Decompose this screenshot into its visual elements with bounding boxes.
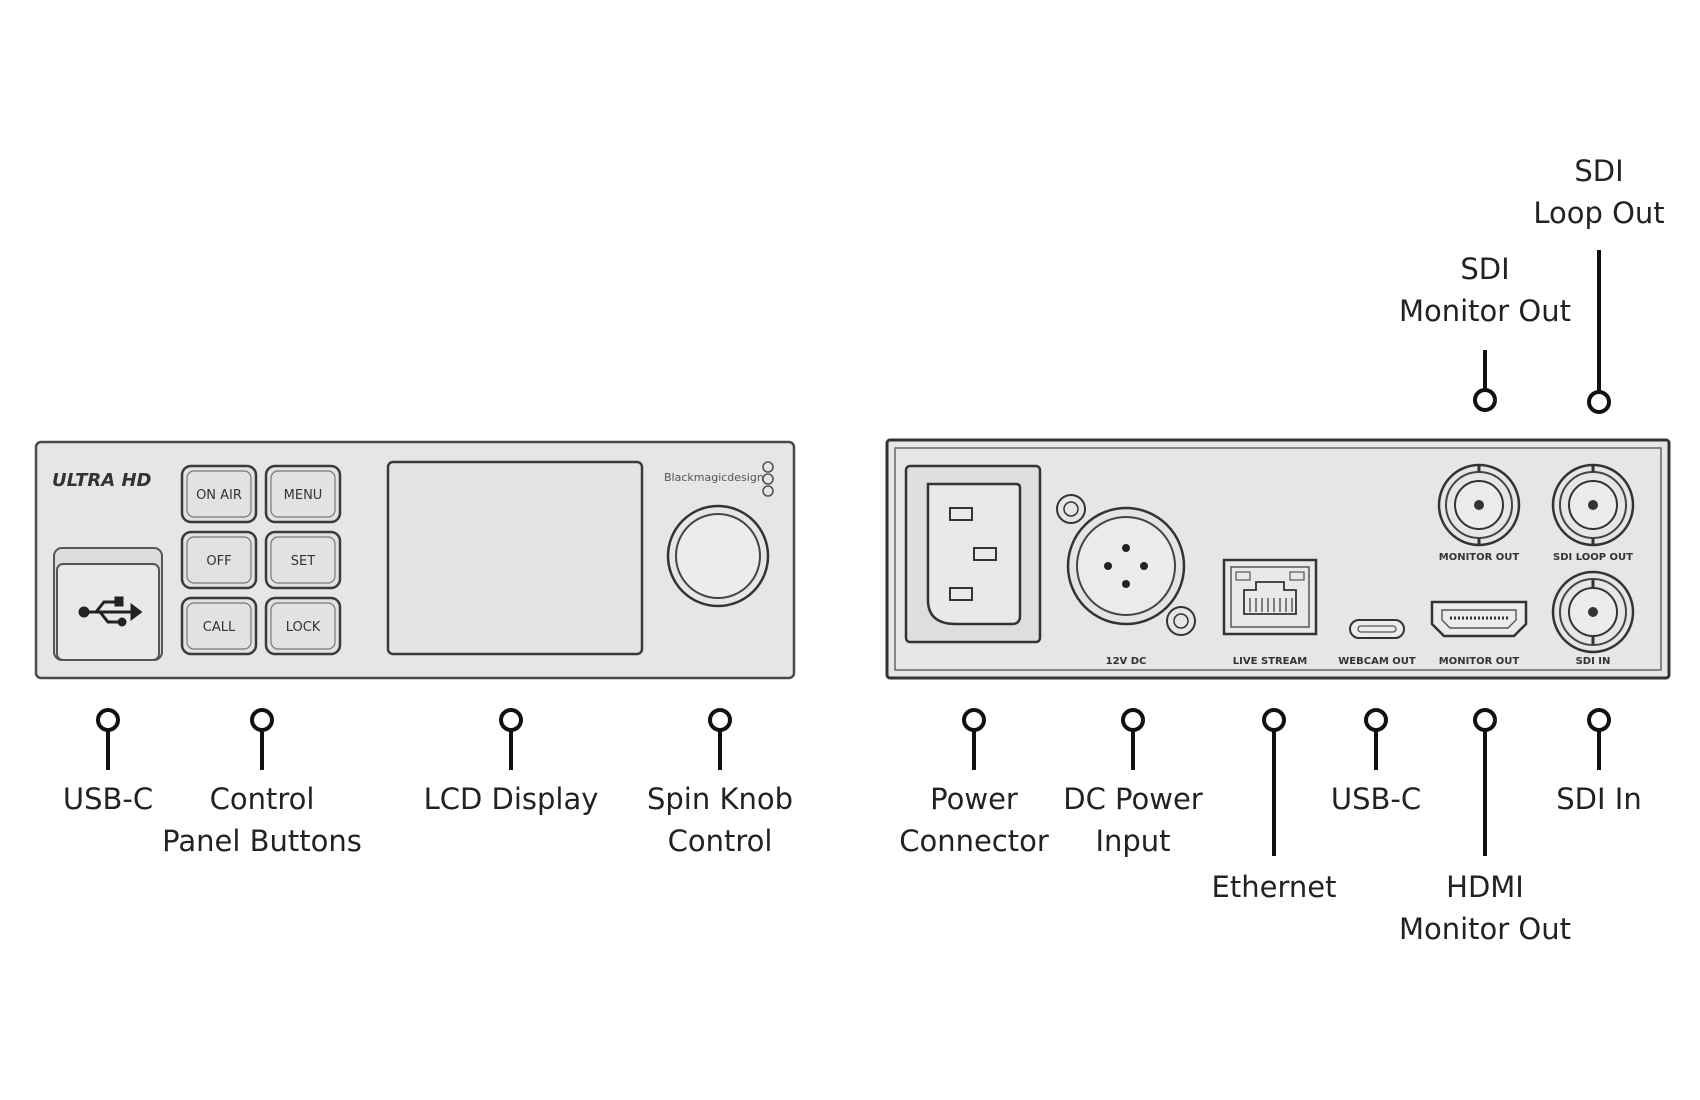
sdi-in-port-label: SDI IN [1576, 656, 1611, 667]
callout-sdi-monitor-out: SDI Monitor Out [1398, 252, 1572, 328]
brand-mark: Blackmagicdesign [664, 471, 764, 484]
callout-usb-c-front: USB-C [62, 782, 154, 816]
callout-usb-c-rear: USB-C [1330, 782, 1422, 816]
leader-control-panel [250, 708, 274, 770]
leader-ethernet [1262, 708, 1286, 856]
on-air-button[interactable]: ON AIR [180, 464, 258, 524]
sdi-monitor-port-label: MONITOR OUT [1439, 552, 1520, 563]
leader-lcd [499, 708, 523, 770]
callout-control-panel-buttons: Control Panel Buttons [162, 782, 362, 858]
off-button[interactable]: OFF [180, 530, 258, 590]
sdi-loop-port-label: SDI LOOP OUT [1553, 552, 1633, 563]
leader-sdi-in [1587, 708, 1611, 770]
spin-knob[interactable] [666, 504, 770, 608]
lcd-screen [386, 460, 644, 656]
dc-port-label: 12V DC [1106, 656, 1147, 667]
brand-dots-icon [762, 461, 774, 497]
lock-label: LOCK [286, 620, 321, 635]
ultra-hd-logo: ULTRA HD [52, 470, 152, 491]
control-panel-buttons: ON AIR MENU OFF SET CALL [180, 464, 342, 656]
dc-xlr-port [1056, 494, 1196, 636]
hdmi-port-label: MONITOR OUT [1439, 656, 1520, 667]
call-label: CALL [203, 620, 236, 635]
callout-sdi-in: SDI In [1556, 782, 1642, 816]
usb-icon [78, 596, 143, 627]
front-panel: ULTRA HD ON AIR [34, 440, 796, 680]
callout-dc-power-input: DC Power Input [1063, 782, 1203, 858]
leader-dc-input [1121, 708, 1145, 770]
sdi-loop-bnc [1551, 463, 1635, 547]
off-label: OFF [206, 554, 231, 569]
ethernet-port [1222, 558, 1318, 636]
hdmi-port [1430, 600, 1528, 638]
leader-power-connector [962, 708, 986, 770]
usb-c-port [1349, 619, 1405, 639]
sdi-in-bnc [1551, 570, 1635, 654]
menu-label: MENU [284, 488, 323, 503]
callout-spin-knob: Spin Knob Control [646, 782, 794, 858]
leader-sdi-monitor [1473, 350, 1497, 412]
callout-power-connector: Power Connector [899, 782, 1049, 858]
callout-hdmi-monitor-out: HDMI Monitor Out [1398, 870, 1572, 946]
sdi-monitor-bnc [1437, 463, 1521, 547]
callout-ethernet: Ethernet [1211, 870, 1337, 904]
ethernet-port-label: LIVE STREAM [1233, 656, 1307, 667]
leader-sdi-loop [1587, 250, 1611, 414]
usb-port-label: WEBCAM OUT [1338, 656, 1416, 667]
set-label: SET [291, 554, 315, 569]
call-button[interactable]: CALL [180, 596, 258, 656]
lock-button[interactable]: LOCK [264, 596, 342, 656]
on-air-label: ON AIR [196, 488, 242, 503]
rear-panel: 12V DC LIVE STREAM WEBCAM OUT [885, 438, 1671, 680]
leader-usb-c-rear [1364, 708, 1388, 770]
leader-usb-c-front [96, 708, 120, 770]
callout-sdi-loop-out: SDI Loop Out [1533, 154, 1665, 230]
menu-button[interactable]: MENU [264, 464, 342, 524]
leader-hdmi [1473, 708, 1497, 856]
power-connector-port [904, 464, 1042, 644]
front-usb-port [53, 547, 163, 661]
set-button[interactable]: SET [264, 530, 342, 590]
leader-spin-knob [708, 708, 732, 770]
callout-lcd-display: LCD Display [423, 782, 599, 816]
callout-leaders [96, 250, 1611, 856]
